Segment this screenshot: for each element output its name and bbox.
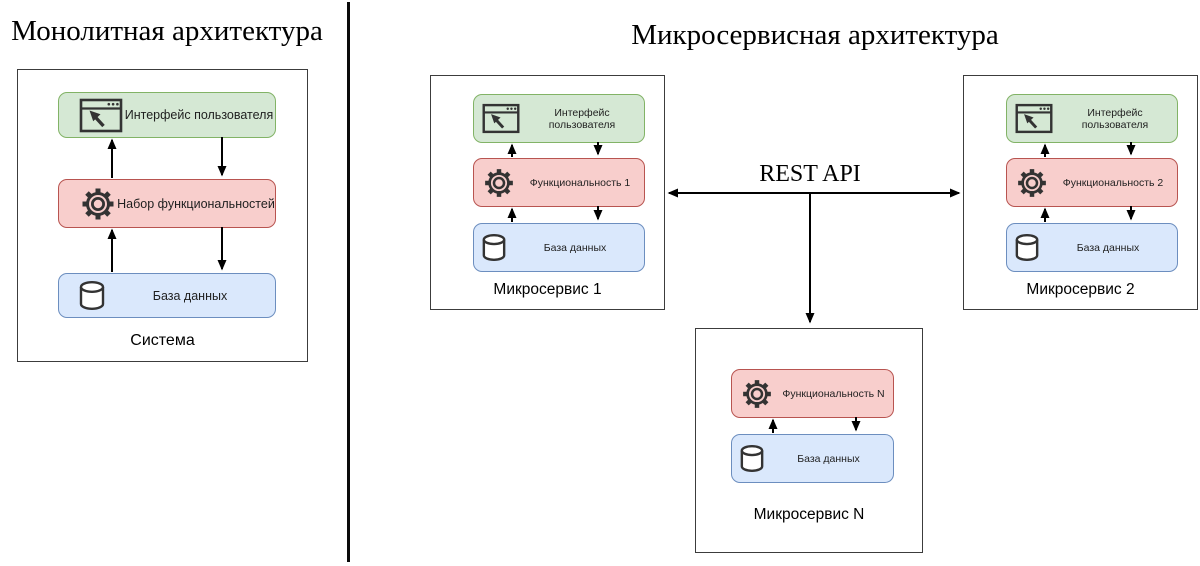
node-user-interface: Интерфейс пользователя	[473, 94, 645, 143]
node-label: База данных	[543, 241, 607, 254]
node-label: Функциональность N	[782, 387, 885, 400]
node-user-interface: Интерфейс пользователя	[58, 92, 276, 138]
database-icon	[740, 444, 764, 473]
browser-icon	[1015, 103, 1053, 134]
node-label: Интерфейс пользователя	[124, 108, 274, 122]
microservice-n-label: Микросервис N	[753, 506, 865, 523]
browser-icon	[482, 103, 520, 134]
node-database: База данных	[58, 273, 276, 318]
node-database: База данных	[1006, 223, 1178, 272]
microservice-2-container: Интерфейс пользователя	[963, 75, 1198, 310]
node-functionality: Функциональность N	[731, 369, 894, 418]
gear-icon	[1015, 166, 1049, 200]
node-label: База данных	[797, 452, 860, 465]
node-user-interface: Интерфейс пользователя	[1006, 94, 1178, 143]
system-container: Интерфейс пользователя	[17, 69, 308, 362]
microservice-1-label: Микросервис 1	[493, 281, 602, 298]
database-icon	[79, 280, 105, 311]
gear-icon	[740, 377, 774, 411]
browser-icon	[79, 98, 123, 133]
node-label: Набор функциональностей	[117, 196, 275, 211]
section-divider	[347, 2, 350, 562]
microservice-n-container: Функциональность N База данных Микросерв…	[695, 328, 923, 553]
node-label: Функциональность 2	[1062, 176, 1164, 189]
node-label: Интерфейс пользователя	[1081, 106, 1149, 131]
monolith-title: Монолитная архитектура	[11, 15, 323, 47]
system-label: Система	[130, 332, 195, 349]
node-functionality-set: Набор функциональностей	[58, 179, 276, 228]
node-label: Функциональность 1	[529, 176, 631, 189]
node-label: База данных	[1076, 241, 1140, 254]
database-icon	[1015, 233, 1039, 262]
node-label: Интерфейс пользователя	[548, 106, 616, 131]
microservice-2-label: Микросервис 2	[1026, 281, 1135, 298]
node-functionality: Функциональность 2	[1006, 158, 1178, 207]
microservices-title: Микросервисная архитектура	[631, 19, 999, 51]
node-database: База данных	[731, 434, 894, 483]
database-icon	[482, 233, 506, 262]
gear-icon	[79, 185, 117, 223]
node-functionality: Функциональность 1	[473, 158, 645, 207]
rest-api-label: REST API	[759, 161, 861, 187]
node-label: База данных	[152, 288, 228, 303]
node-database: База данных	[473, 223, 645, 272]
gear-icon	[482, 166, 516, 200]
microservice-1-container: Интерфейс пользователя	[430, 75, 665, 310]
